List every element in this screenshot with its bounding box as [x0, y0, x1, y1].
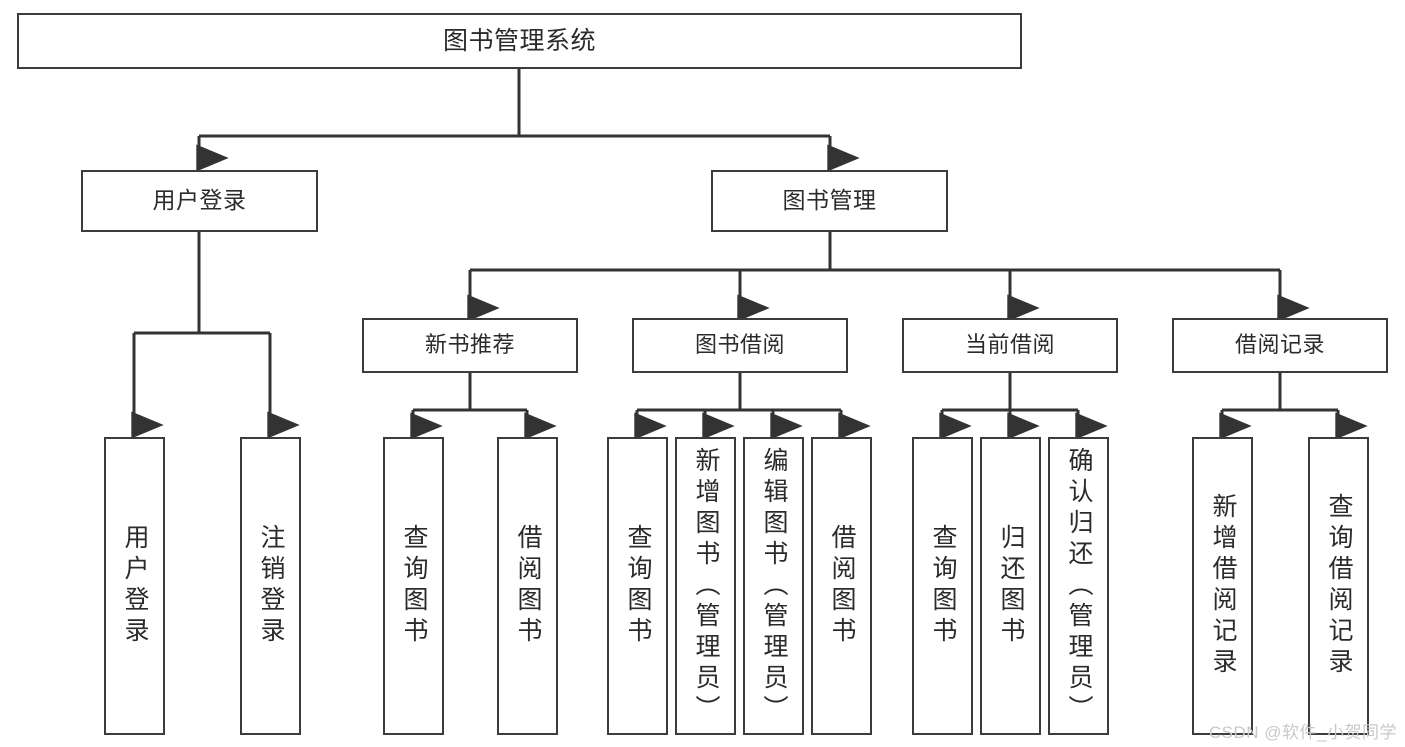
node-borrow-record[interactable]: 借阅记录 — [1172, 318, 1388, 373]
leaf-book-borrow-borrow-book[interactable]: 借阅图书 — [811, 437, 872, 735]
leaf-label: 借阅图书 — [828, 524, 856, 648]
node-label: 借阅记录 — [1234, 332, 1325, 358]
node-book-borrow[interactable]: 图书借阅 — [632, 318, 848, 373]
leaf-new-book-query-book[interactable]: 查询图书 — [383, 437, 444, 735]
leaf-label: 编辑图书（管理员） — [760, 446, 788, 726]
leaf-current-borrow-confirm-return-admin[interactable]: 确认归还（管理员） — [1048, 437, 1109, 735]
leaf-borrow-record-query-record[interactable]: 查询借阅记录 — [1308, 437, 1369, 735]
leaf-label: 查询图书 — [929, 524, 957, 648]
leaf-label: 新增图书（管理员） — [692, 446, 720, 726]
node-root-book-management-system[interactable]: 图书管理系统 — [17, 13, 1022, 69]
leaf-label: 新增借阅记录 — [1209, 493, 1237, 679]
leaf-label: 用户登录 — [121, 524, 149, 648]
leaf-current-borrow-return-book[interactable]: 归还图书 — [980, 437, 1041, 735]
node-new-book-recommend[interactable]: 新书推荐 — [362, 318, 578, 373]
leaf-book-borrow-query-book[interactable]: 查询图书 — [607, 437, 668, 735]
leaf-label: 查询图书 — [624, 524, 652, 648]
leaf-current-borrow-query-book[interactable]: 查询图书 — [912, 437, 973, 735]
node-user-login[interactable]: 用户登录 — [81, 170, 318, 232]
node-label: 图书管理系统 — [442, 27, 596, 55]
node-label: 新书推荐 — [424, 332, 515, 358]
leaf-user-login-signin[interactable]: 用户登录 — [104, 437, 165, 735]
node-label: 用户登录 — [152, 187, 247, 214]
node-label: 图书管理 — [782, 187, 877, 214]
node-current-borrow[interactable]: 当前借阅 — [902, 318, 1118, 373]
node-label: 当前借阅 — [964, 332, 1055, 358]
leaf-label: 查询图书 — [400, 524, 428, 648]
leaf-label: 查询借阅记录 — [1325, 493, 1353, 679]
leaf-label: 确认归还（管理员） — [1065, 446, 1093, 726]
leaf-label: 归还图书 — [997, 524, 1025, 648]
leaf-label: 注销登录 — [257, 524, 285, 648]
leaf-book-borrow-add-book-admin[interactable]: 新增图书（管理员） — [675, 437, 736, 735]
leaf-label: 借阅图书 — [514, 524, 542, 648]
leaf-book-borrow-edit-book-admin[interactable]: 编辑图书（管理员） — [743, 437, 804, 735]
leaf-new-book-borrow-book[interactable]: 借阅图书 — [497, 437, 558, 735]
node-label: 图书借阅 — [694, 332, 785, 358]
node-book-management[interactable]: 图书管理 — [711, 170, 948, 232]
leaf-user-login-signout[interactable]: 注销登录 — [240, 437, 301, 735]
leaf-borrow-record-add-record[interactable]: 新增借阅记录 — [1192, 437, 1253, 735]
